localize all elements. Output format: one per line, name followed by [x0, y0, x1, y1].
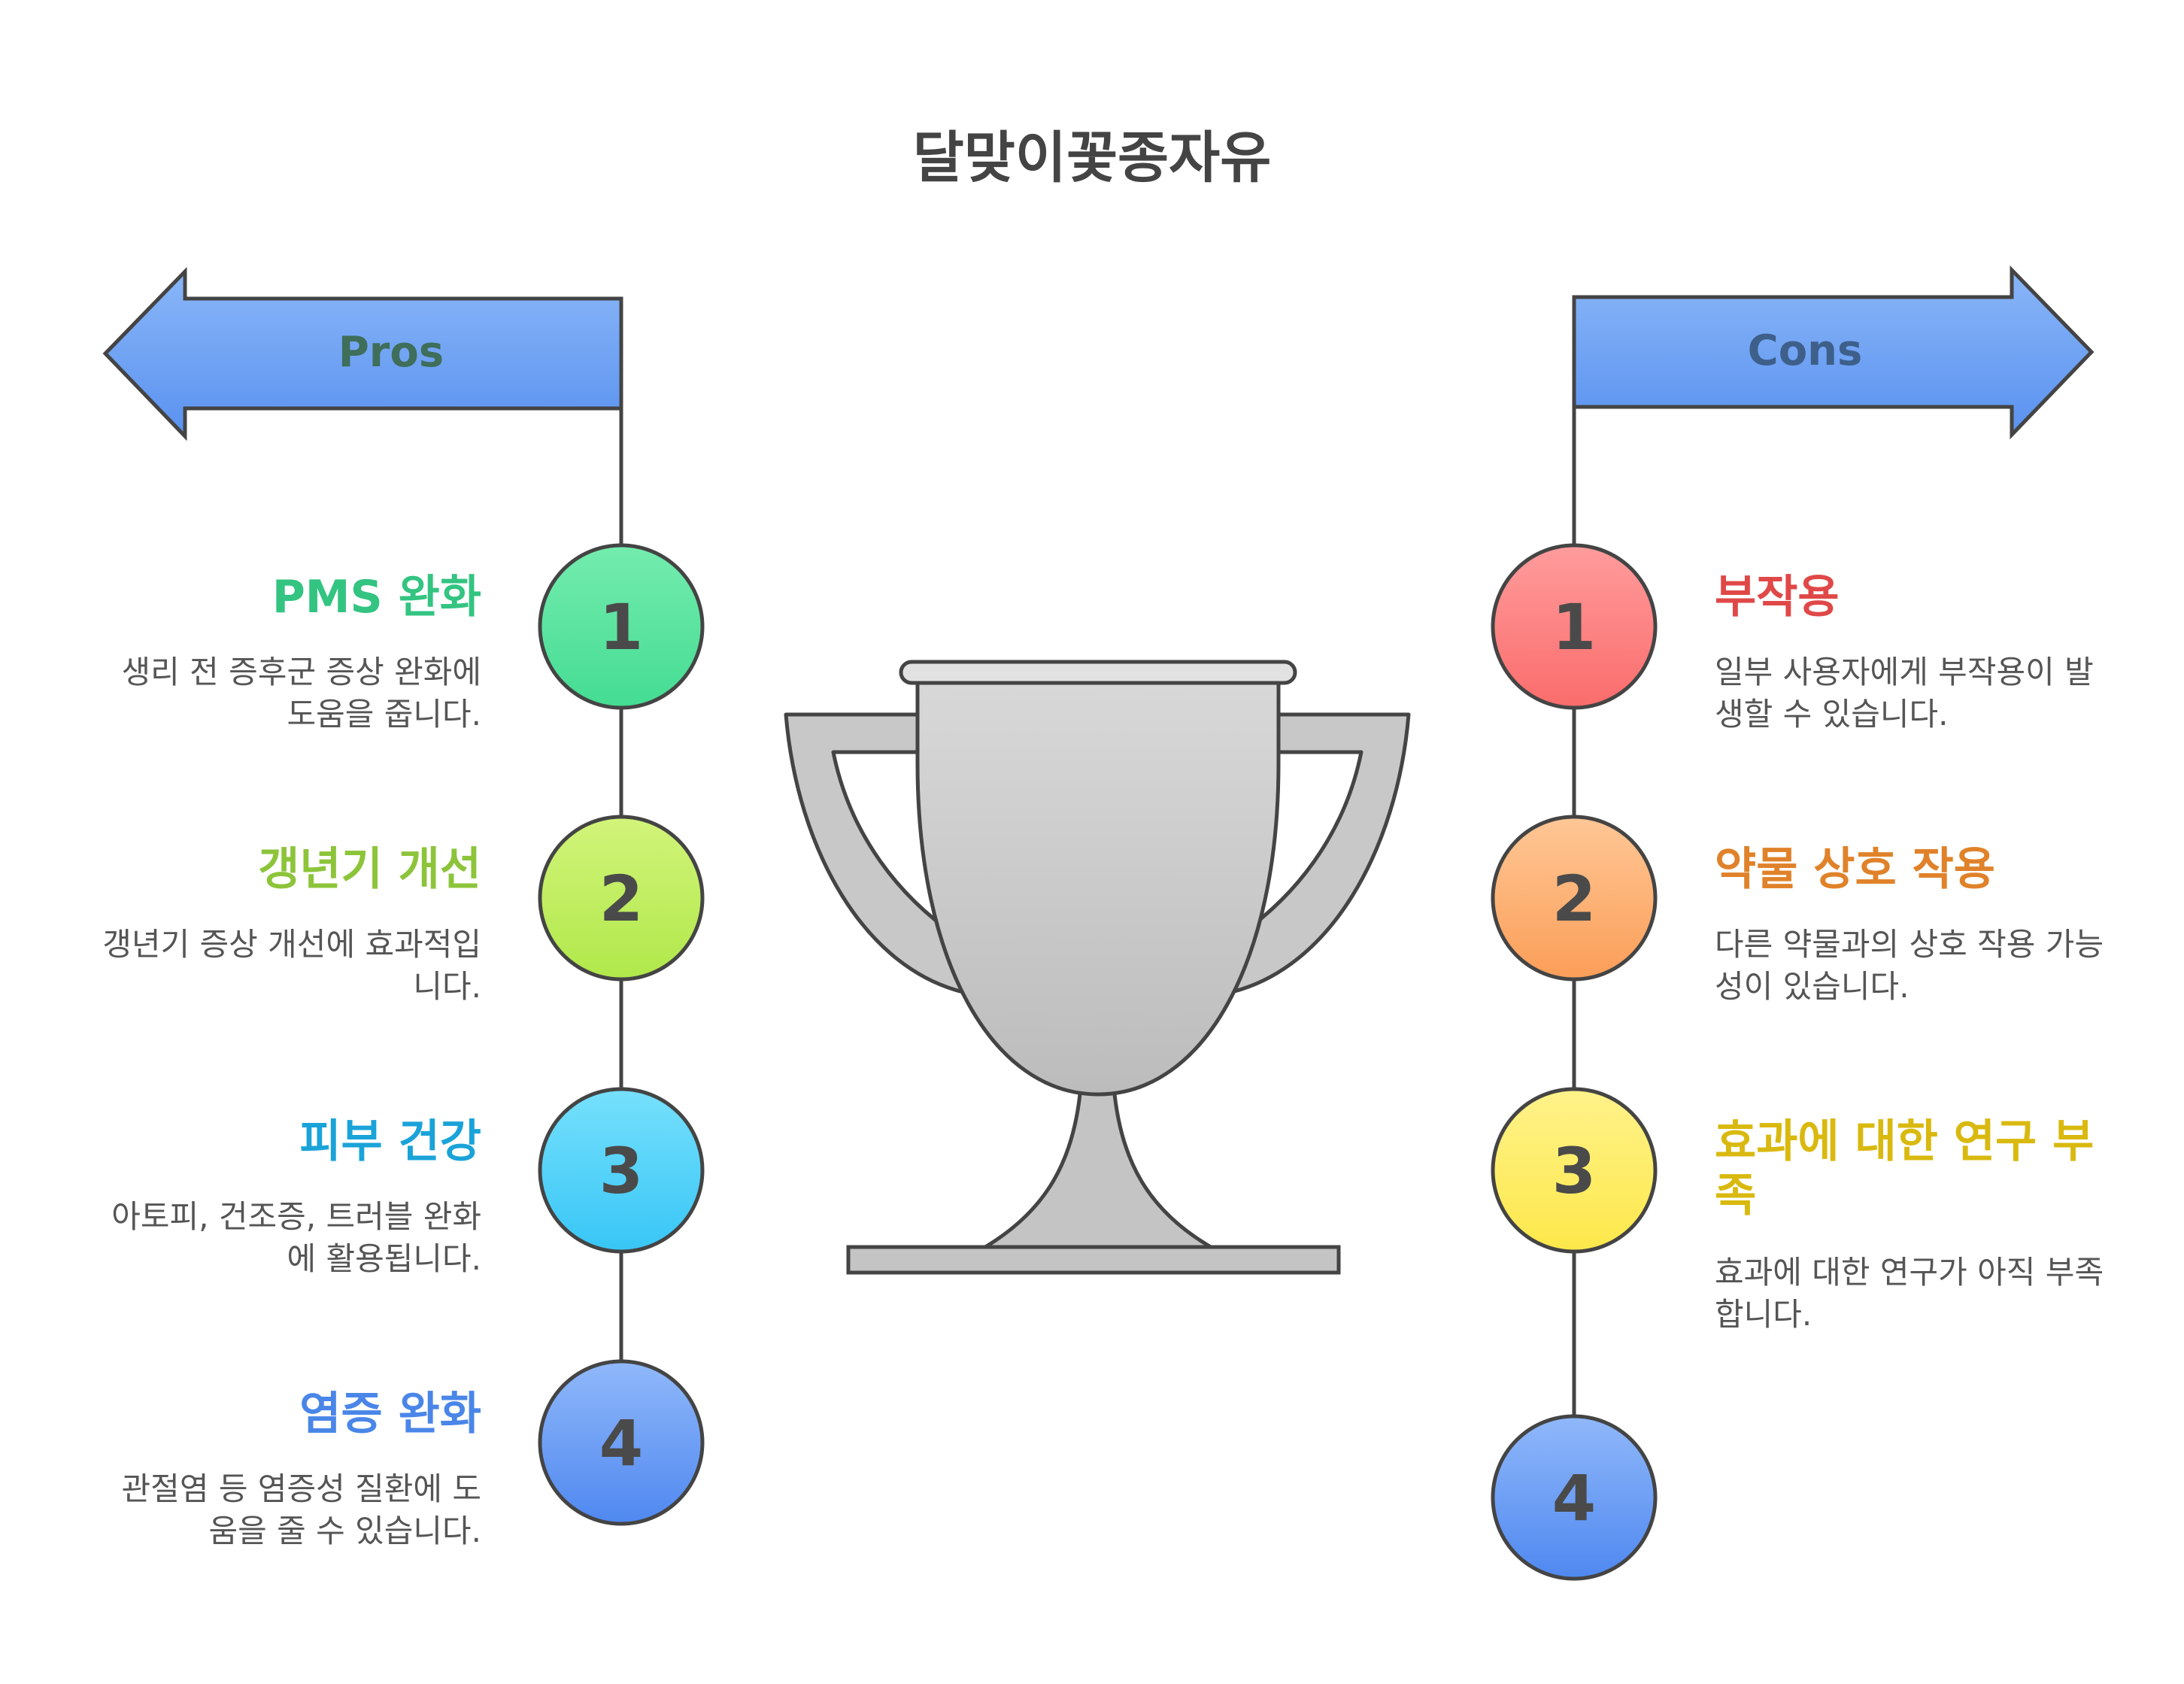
- pros-circle-3: [538, 1087, 705, 1254]
- pros-description-4: 관절염 등 염증성 질환에 도움을 줄 수 있습니다.: [121, 1470, 481, 1549]
- cons-label: Cons: [1747, 326, 1863, 375]
- diagram-title: 달맞이꽃종자유: [912, 126, 1272, 190]
- pros-number-4: 4: [599, 1406, 643, 1480]
- pros-circle-1: [538, 543, 705, 710]
- cons-circle-4: [1491, 1414, 1658, 1581]
- pros-circle-2: [538, 815, 705, 982]
- cons-description-1: 일부 사용자에게 부작용이 발생할 수 있습니다.: [1715, 654, 2094, 733]
- cons-heading-2: 약물 상호 작용: [1715, 843, 1995, 896]
- cons-heading-1: 부작용: [1715, 571, 1840, 624]
- pros-description-1: 생리 전 증후군 증상 완화에 도움을 줍니다.: [121, 654, 481, 733]
- pros-number-1: 1: [599, 590, 643, 664]
- cons-description-3: 효과에 대한 연구가 아직 부족합니다.: [1715, 1254, 2104, 1333]
- pros-heading-3: 피부 건강: [299, 1115, 481, 1168]
- pros-description-3: 아토피, 건조증, 트러블 완화에 활용됩니다.: [111, 1198, 481, 1277]
- pros-arrow: [102, 266, 623, 441]
- pros-description-2: 갱년기 증상 개선에 효과적입니다.: [102, 926, 481, 1005]
- pros-number-2: 2: [599, 862, 643, 936]
- pros-heading-2: 갱년기 개선: [258, 843, 481, 896]
- cons-number-1: 1: [1552, 590, 1596, 664]
- cons-number-4: 4: [1552, 1461, 1596, 1535]
- cons-number-2: 2: [1552, 862, 1596, 936]
- pros-circle-4: [538, 1359, 705, 1526]
- cons-heading-3: 효과에 대한 연구 부족: [1715, 1115, 2095, 1222]
- pros-number-3: 3: [599, 1134, 643, 1208]
- cons-circle-2: [1491, 815, 1658, 982]
- cons-arrow: [1572, 265, 2095, 440]
- pros-heading-4: 염증 완화: [299, 1388, 481, 1440]
- cons-description-2: 다른 약물과의 상호 작용 가능성이 있습니다.: [1715, 926, 2104, 1005]
- pros-heading-1: PMS 완화: [271, 571, 481, 624]
- cons-circle-1: [1491, 543, 1658, 710]
- pros-label: Pros: [338, 328, 444, 377]
- cons-circle-3: [1491, 1087, 1658, 1254]
- trophy-icon: [784, 660, 1411, 1275]
- cons-number-3: 3: [1552, 1134, 1596, 1208]
